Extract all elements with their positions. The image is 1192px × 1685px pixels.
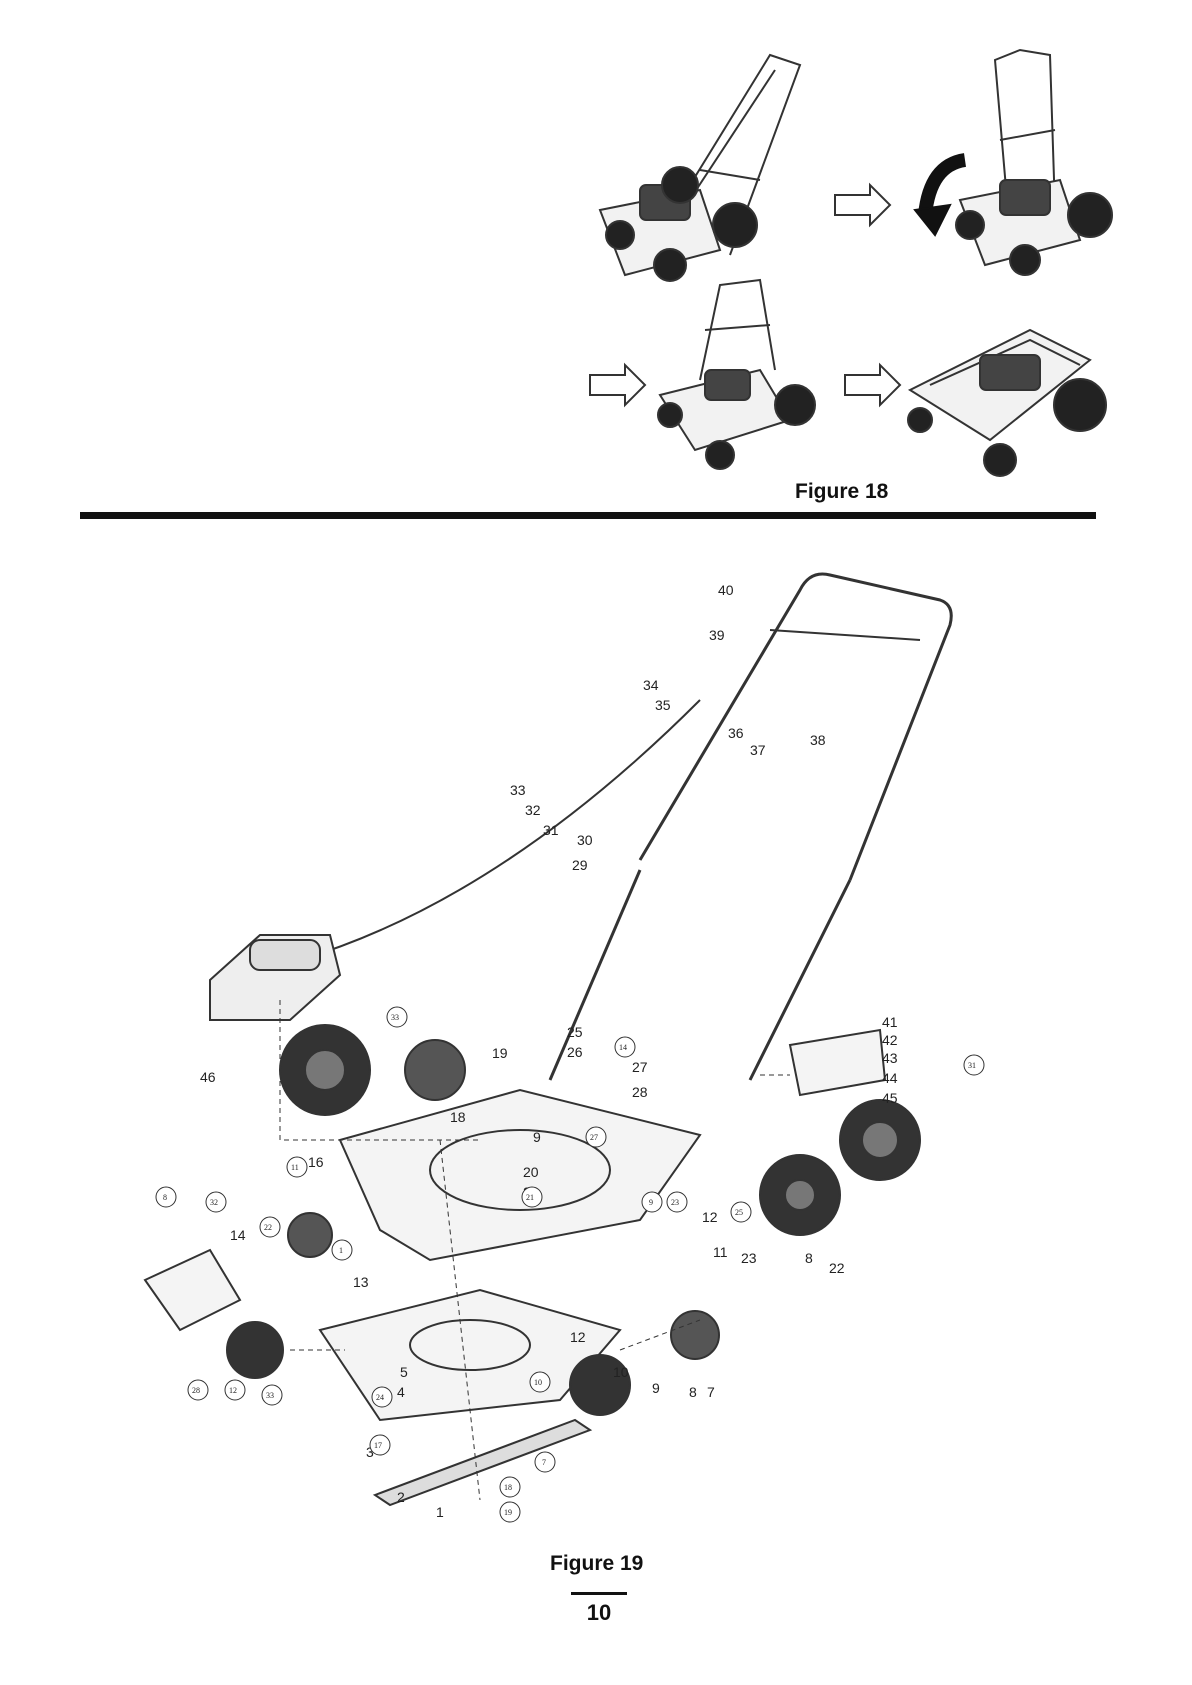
- callout-42: 42: [882, 1032, 898, 1048]
- blade: [375, 1420, 590, 1505]
- callout-29: 29: [572, 857, 588, 873]
- callout-9: 9: [533, 1129, 541, 1145]
- circled-callout-7: 7: [535, 1452, 555, 1472]
- callout-43: 43: [882, 1050, 898, 1066]
- callout-31: 31: [543, 822, 559, 838]
- svg-text:27: 27: [590, 1133, 598, 1142]
- figure-19-caption: Figure 19: [550, 1552, 643, 1576]
- callout-45: 45: [882, 1090, 898, 1106]
- circled-callout-19: 19: [500, 1502, 520, 1522]
- rear-flap: [790, 1030, 885, 1095]
- circled-callout-21: 21: [522, 1187, 542, 1207]
- svg-text:24: 24: [376, 1393, 384, 1402]
- circled-callout-14: 14: [615, 1037, 635, 1057]
- svg-text:31: 31: [968, 1061, 976, 1070]
- callout-11: 11: [713, 1244, 728, 1260]
- circled-callout-28: 28: [188, 1380, 208, 1400]
- svg-text:9: 9: [649, 1198, 653, 1207]
- circled-callout-17: 17: [370, 1435, 390, 1455]
- callout-36: 36: [728, 725, 744, 741]
- circled-callout-8: 8: [156, 1187, 176, 1207]
- circled-callout-1: 1: [332, 1240, 352, 1260]
- svg-text:17: 17: [374, 1441, 382, 1450]
- callout-32: 32: [525, 802, 541, 818]
- svg-text:1: 1: [339, 1246, 343, 1255]
- callout-28: 28: [632, 1084, 648, 1100]
- callout-9b: 9: [652, 1380, 660, 1396]
- callout-41: 41: [882, 1014, 898, 1030]
- callout-5: 5: [400, 1364, 408, 1380]
- svg-text:12: 12: [229, 1386, 237, 1395]
- callout-26: 26: [567, 1044, 583, 1060]
- callout-18: 18: [450, 1109, 466, 1125]
- callout-27: 27: [632, 1059, 648, 1075]
- upper-handle: [640, 574, 951, 880]
- callout-2: 2: [397, 1489, 405, 1505]
- callout-8: 8: [805, 1250, 813, 1266]
- svg-text:11: 11: [291, 1163, 299, 1172]
- circled-callout-12: 12: [225, 1380, 245, 1400]
- control-cable: [300, 700, 700, 960]
- callout-12b: 12: [570, 1329, 586, 1345]
- callout-44: 44: [882, 1070, 898, 1086]
- callout-14: 14: [230, 1227, 246, 1243]
- callout-37: 37: [750, 742, 766, 758]
- svg-text:7: 7: [542, 1458, 546, 1467]
- circled-callout-11: 11: [287, 1157, 307, 1177]
- callout-38: 38: [810, 732, 826, 748]
- circled-callout-27: 27: [586, 1127, 606, 1147]
- callout-20: 20: [523, 1164, 539, 1180]
- circled-callout-22: 22: [260, 1217, 280, 1237]
- svg-text:18: 18: [504, 1483, 512, 1492]
- circled-callout-9: 9: [642, 1192, 662, 1212]
- page-number-bar: [571, 1592, 627, 1595]
- svg-text:25: 25: [735, 1208, 743, 1217]
- rear-guard: [145, 1250, 240, 1330]
- callout-33: 33: [510, 782, 526, 798]
- svg-text:33: 33: [266, 1391, 274, 1400]
- svg-text:32: 32: [210, 1198, 218, 1207]
- svg-text:28: 28: [192, 1386, 200, 1395]
- circled-callout-25: 25: [731, 1202, 751, 1222]
- svg-text:14: 14: [619, 1043, 627, 1052]
- svg-text:19: 19: [504, 1508, 512, 1517]
- callout-35: 35: [655, 697, 671, 713]
- circled-callout-18: 18: [500, 1477, 520, 1497]
- svg-text:8: 8: [163, 1193, 167, 1202]
- callout-10: 10: [613, 1364, 629, 1380]
- svg-text:21: 21: [526, 1193, 534, 1202]
- circled-callout-31: 31: [964, 1055, 984, 1075]
- callout-46: 46: [200, 1069, 216, 1085]
- circled-callout-33b: 33: [262, 1385, 282, 1405]
- callout-25: 25: [567, 1024, 583, 1040]
- callout-16: 16: [308, 1154, 324, 1170]
- mower-deck: [340, 1090, 700, 1260]
- callout-39: 39: [709, 627, 725, 643]
- front-wheel-left: [227, 1322, 283, 1378]
- circled-callout-33: 33: [387, 1007, 407, 1027]
- circled-callout-24: 24: [372, 1387, 392, 1407]
- svg-text:22: 22: [264, 1223, 272, 1232]
- svg-text:23: 23: [671, 1198, 679, 1207]
- callout-23: 23: [741, 1250, 757, 1266]
- svg-text:33: 33: [391, 1013, 399, 1022]
- callout-12: 12: [702, 1209, 718, 1225]
- callout-1: 1: [436, 1504, 444, 1520]
- callout-7: 7: [707, 1384, 715, 1400]
- callout-19: 19: [492, 1045, 508, 1061]
- engine: [210, 935, 340, 1020]
- page-number: 10: [571, 1600, 627, 1626]
- callout-40: 40: [718, 582, 734, 598]
- circled-callout-10: 10: [530, 1372, 550, 1392]
- callout-4: 4: [397, 1384, 405, 1400]
- callout-34: 34: [643, 677, 659, 693]
- circled-callout-32: 32: [206, 1192, 226, 1212]
- callout-13: 13: [353, 1274, 369, 1290]
- circled-callout-23: 23: [667, 1192, 687, 1212]
- callout-30: 30: [577, 832, 593, 848]
- callout-22: 22: [829, 1260, 845, 1276]
- svg-text:10: 10: [534, 1378, 542, 1387]
- callout-8b: 8: [689, 1384, 697, 1400]
